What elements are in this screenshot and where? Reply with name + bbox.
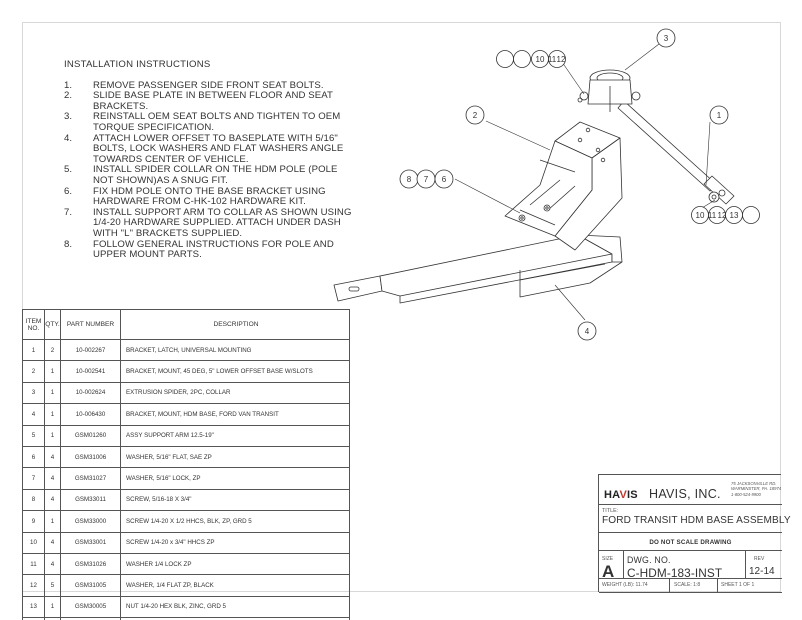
instructions-title: INSTALLATION INSTRUCTIONS [64,59,211,70]
balloon-8: 8 [407,175,412,184]
bom-header-row: ITEM NO. QTY. PART NUMBER DESCRIPTION [22,309,350,340]
balloon-4: 4 [577,321,597,341]
scale: SCALE: 1:8 [674,582,701,588]
balloon-6: 6 [442,175,447,184]
balloon-7: 7 [424,175,429,184]
bom-row: 144GSM34214SHCS, STAINLESS 10-24 X 1-1/4… [22,617,350,620]
balloon-11-lower: 11 [708,211,717,220]
instruction-step: 6.FIX HDM POLE ONTO THE BASE BRACKET USI… [64,185,326,208]
drawing-number-label: DWG. NO. [627,555,671,565]
svg-text:3: 3 [664,34,669,43]
instruction-step: 7.INSTALL SUPPORT ARM TO COLLAR AS SHOWN… [64,206,352,239]
bom-header-desc: DESCRIPTION [120,309,350,340]
balloon-11-upper: 11 [548,55,557,64]
do-not-scale-note: DO NOT SCALE DRAWING [649,539,732,546]
instruction-step: 8.FOLLOW GENERAL INSTRUCTIONS FOR POLE A… [64,238,334,261]
balloon-2: 2 [465,105,485,125]
instruction-step: 2.SLIDE BASE PLATE IN BETWEEN FLOOR AND … [64,90,333,112]
havis-logo: HAVIS [604,489,638,501]
sheet-size: A [602,562,615,581]
balloon-stack-hardware: 8 7 6 [399,169,454,189]
instruction-step: 3.REINSTALL OEM SEAT BOLTS AND TIGHTEN T… [64,111,341,133]
balloon-10-lower: 10 [696,211,705,220]
instruction-step: 5.INSTALL SPIDER COLLAR ON THE HDM POLE … [64,164,338,186]
bom-description: SHCS, STAINLESS 10-24 X 1-1/4" LG [120,617,350,620]
revision: 12-14 [749,566,775,577]
company-address: 75 JACKSONVILLE RD. WARMINSTER, PA. 1897… [731,481,782,497]
sheet-number: SHEET 1 OF 1 [721,582,755,588]
instruction-step: 1.REMOVE PASSENGER SIDE FRONT SEAT BOLTS… [64,79,324,91]
balloon-1: 1 [709,105,729,125]
balloon-12-upper: 12 [557,55,566,64]
svg-text:2: 2 [473,111,478,120]
instruction-step: 4.ATTACH LOWER OFFSET TO BASEPLATE WITH … [64,132,344,165]
title-block: HAVIS HAVIS, INC. 75 JACKSONVILLE RD. WA… [598,474,791,593]
company-name: HAVIS, INC. [649,487,721,501]
svg-text:4: 4 [585,327,590,336]
balloon-10-upper: 10 [536,55,545,64]
drawing-title: FORD TRANSIT HDM BASE ASSEMBLY [602,515,791,526]
offset-bracket-part [504,121,623,251]
title-label: TITLE: [602,508,619,514]
svg-text:1: 1 [717,111,722,120]
support-arm-part [617,100,735,205]
balloon-12-lower: 12 [718,211,727,220]
installation-instructions: INSTALLATION INSTRUCTIONS 1.REMOVE PASSE… [64,59,354,261]
revision-label: REV [754,556,765,562]
balloon-stack-upper: 10 11 12 [496,50,566,68]
balloon-stack-lower: 10 11 12 13 [691,206,760,224]
base-bracket-part [333,234,623,304]
weight: WEIGHT (LB): 11.74 [602,582,648,588]
bom-header-part: PART NUMBER [60,309,121,340]
spider-collar-part [577,69,641,112]
balloon-3: 3 [656,28,676,48]
size-label: SIZE [602,556,614,562]
balloon-13-lower: 13 [730,211,739,220]
drawing-number: C-HDM-183-INST [627,566,723,580]
